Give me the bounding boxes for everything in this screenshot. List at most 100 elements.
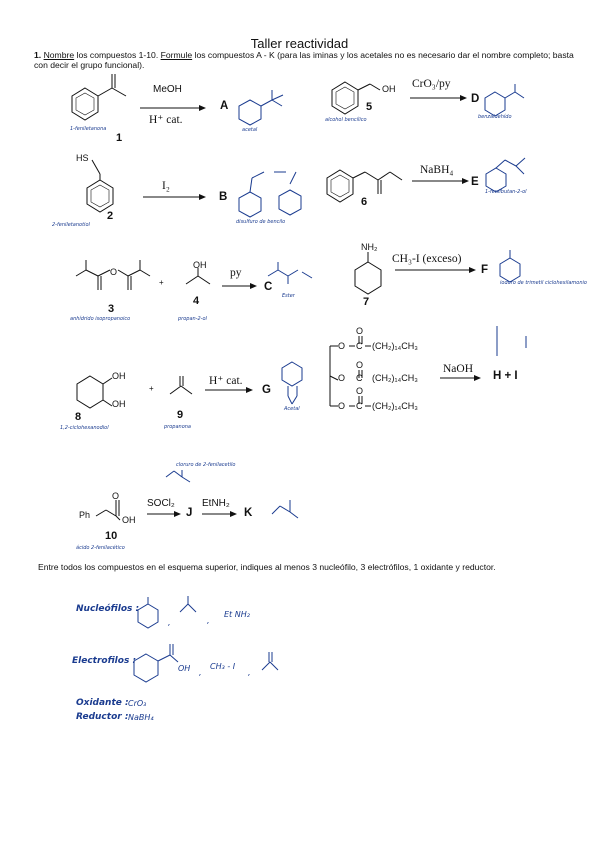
reagent-etnh2: EtNH₂ — [202, 498, 230, 509]
compound-9-number: 9 — [177, 409, 184, 421]
reagent-naoh: NaOH — [443, 363, 474, 375]
compound-5-structure — [331, 81, 381, 115]
reagent-ch3i: CH₃-I (exceso) — [392, 253, 462, 265]
atom-ph-10: Ph — [79, 510, 91, 520]
compound-3-number: 3 — [108, 303, 115, 315]
name-1: 1-feniletanona — [70, 126, 107, 132]
tg-o-1: O — [338, 341, 346, 351]
electrofilos-label: Electrofilos : — [72, 656, 137, 666]
name-F: ioduro de trimetil ciclohexilamonio — [500, 280, 587, 286]
name-D: benzaldehído — [478, 114, 512, 120]
compound-4-structure — [185, 268, 211, 285]
atom-oh-8a: OH — [112, 371, 126, 381]
reagent-socl2: SOCl₂ — [147, 498, 175, 509]
compound-8-number: 8 — [75, 411, 82, 423]
product-E-structure — [485, 157, 526, 193]
reagent-meoh: MeOH — [153, 84, 182, 95]
answer-benzaldehyde — [133, 644, 179, 683]
product-A-structure — [238, 90, 284, 126]
product-F-label: F — [481, 264, 489, 276]
reagent-py: py — [230, 267, 242, 279]
plus-sign-1: + — [159, 278, 164, 287]
triglyceride-structure — [329, 336, 371, 407]
compound-10-structure — [95, 500, 121, 521]
product-G-structure — [281, 361, 303, 405]
compound-10-number: 10 — [105, 530, 118, 542]
product-D-structure — [484, 84, 525, 117]
atom-o-3: O — [110, 267, 118, 277]
products-HI-label: H + I — [493, 370, 518, 382]
tg-o-top-1: O — [356, 326, 364, 336]
reductor-label: Reductor : — [76, 712, 129, 722]
compound-7-number: 7 — [363, 296, 370, 308]
compound-7-structure — [354, 252, 382, 295]
instructions-number: 1. — [34, 50, 42, 60]
tg-chain-3: (CH₂)₁₄CH₃ — [372, 401, 418, 411]
compound-6-number: 6 — [361, 196, 368, 208]
name-J: cloruro de 2-fenilacetilo — [176, 462, 236, 468]
instructions-part1: los compuestos 1-10. — [74, 50, 161, 60]
reagent-h-cat-1: H⁺ cat. — [149, 114, 183, 126]
atom-oh-8b: OH — [112, 399, 126, 409]
product-C-structure — [267, 262, 313, 284]
tg-chain-1: (CH₂)₁₄CH₃ — [372, 341, 418, 351]
instructions-formule: Formule — [160, 50, 193, 60]
tg-c-1: C — [356, 341, 363, 351]
atom-nh2-7: NH₂ — [361, 242, 378, 252]
instructions-nombre: Nombre — [43, 50, 75, 60]
product-D-label: D — [471, 93, 480, 105]
compound-5-number: 5 — [366, 101, 373, 113]
reagent-i2: I₂ — [162, 180, 170, 192]
product-G-label: G — [262, 384, 271, 396]
product-J-label: J — [186, 507, 193, 519]
compound-1-structure — [71, 74, 127, 121]
question-text: Entre todos los compuestos en el esquema… — [38, 562, 496, 572]
product-C-label: C — [264, 281, 273, 293]
tg-o-2: O — [338, 373, 346, 383]
name-9: propanona — [164, 424, 191, 430]
compound-2-number: 2 — [107, 210, 114, 222]
name-2: 2-feniletanotiol — [52, 222, 90, 228]
reagent-h-cat-2: H⁺ cat. — [209, 375, 243, 387]
name-A: acetal — [242, 127, 258, 133]
plus-sign-2: + — [149, 384, 154, 393]
tg-chain-2: (CH₂)₁₄CH₃ — [372, 373, 418, 383]
product-F-structure — [499, 250, 521, 283]
reagent-cro3-py: CrO₃/py — [412, 78, 451, 90]
products-HI-structure — [496, 326, 527, 356]
name-G: Acetal — [284, 406, 300, 412]
product-E-label: E — [471, 176, 479, 188]
atom-oh-10: OH — [122, 515, 136, 525]
instructions: 1. Nombre los compuestos 1-10. Formule l… — [34, 50, 574, 70]
reductor-value: NaBH₄ — [128, 713, 154, 722]
answer-isopropanol — [179, 596, 197, 613]
product-K-label: K — [244, 507, 253, 519]
name-8: 1,2-ciclohexanodiol — [60, 425, 109, 431]
name-3: anhídrido isopropanoico — [70, 316, 131, 322]
tg-o-top-3: O — [356, 386, 364, 396]
page-title: Taller reactividad — [250, 36, 349, 51]
atom-o-10: O — [112, 491, 120, 501]
atom-oh-5: OH — [382, 84, 396, 94]
compound-6-structure — [326, 169, 403, 203]
instructions-part2: los compuestos A - K (para las iminas y … — [34, 50, 574, 70]
compound-9-structure — [169, 376, 193, 395]
product-B-label: B — [219, 191, 228, 203]
name-C: Ester — [282, 293, 295, 299]
compound-2-structure — [86, 159, 114, 213]
electrofilo-oh: OH — [178, 664, 191, 673]
product-A-label: A — [220, 100, 229, 112]
tg-c-3: C — [356, 401, 363, 411]
tg-o-top-2: O — [356, 360, 364, 370]
name-5: alcohol bencílico — [325, 117, 367, 123]
product-J-structure — [165, 470, 191, 483]
answer-cyclohexylamine — [137, 597, 159, 629]
atom-oh-4: OH — [193, 260, 207, 270]
product-B-structure — [238, 171, 302, 218]
name-4: propan-2-ol — [178, 316, 207, 322]
electrofilo-ch3i: CH₃ - I — [210, 662, 236, 671]
product-K-structure — [271, 500, 299, 519]
comma-3: , — [199, 668, 202, 677]
oxidante-value: CrO₃ — [128, 699, 147, 708]
